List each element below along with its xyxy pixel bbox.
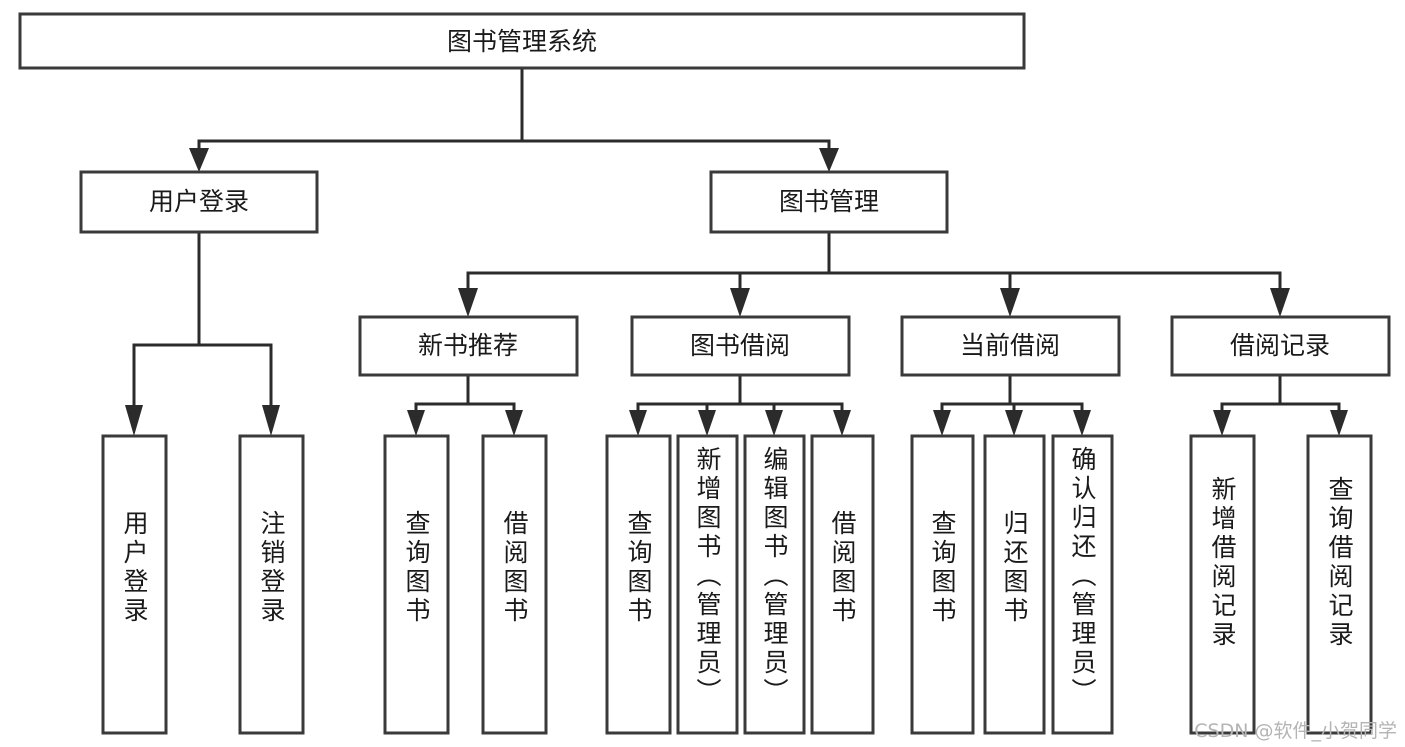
node-current-borrow[interactable]: 当前借阅 — [900, 315, 1121, 377]
node-leaf-borrow-book-rec-box[interactable] — [481, 434, 548, 735]
node-leaf-logout-box[interactable] — [238, 434, 305, 735]
csdn-watermark: CSDN @软件_小贺同学 — [1194, 720, 1397, 742]
arrow-head-leaf-add-book — [698, 410, 716, 436]
arrow-head-leaf-user-login — [125, 405, 143, 436]
node-leaf-borrow-book-box[interactable] — [810, 434, 875, 735]
arrow-head-borrow-record — [1270, 288, 1290, 317]
node-book-manage-label: 图书管理 — [779, 187, 879, 216]
arrow-head-leaf-borrow-book — [833, 410, 851, 436]
node-book-borrow[interactable]: 图书借阅 — [630, 315, 851, 377]
arrow-head-leaf-return-book — [1005, 410, 1023, 436]
node-book-manage-box[interactable] — [709, 170, 949, 234]
arrow-head-book-manage — [819, 148, 839, 172]
node-new-book-rec[interactable]: 新书推荐 — [358, 315, 579, 377]
connector-group-book-manage — [458, 230, 1290, 317]
node-borrow-record[interactable]: 借阅记录 — [1170, 315, 1391, 377]
connector-group-user-login — [125, 230, 280, 436]
node-leaf-query-book-rec-box[interactable] — [383, 434, 450, 735]
arrow-head-leaf-edit-book — [765, 410, 783, 436]
arrow-head-leaf-query-book-cur — [933, 410, 951, 436]
arrow-head-book-borrow — [730, 288, 750, 317]
arrow-head-leaf-confirm-return — [1073, 410, 1091, 436]
node-borrow-record-box[interactable] — [1170, 315, 1391, 377]
node-leaf-return-book-box[interactable] — [983, 434, 1046, 735]
arrow-head-leaf-query-book-borrow — [629, 410, 647, 436]
node-leaf-add-record-box[interactable] — [1189, 434, 1256, 735]
arrow-head-new-book-rec — [458, 288, 478, 317]
connector-group-new-book-rec — [407, 373, 523, 436]
connector-group-borrow-record — [1213, 373, 1348, 436]
node-leaf-query-book-cur-box[interactable] — [910, 434, 975, 735]
node-book-borrow-label: 图书借阅 — [690, 331, 790, 360]
node-new-book-rec-label: 新书推荐 — [418, 331, 518, 360]
arrow-head-leaf-add-record — [1213, 410, 1231, 436]
connector-group-book-borrow — [629, 373, 851, 436]
arrow-head-user-login — [189, 148, 209, 172]
node-root-box[interactable] — [18, 12, 1026, 70]
node-leaf-confirm-return-box[interactable] — [1051, 434, 1114, 735]
connector-group-current-borrow — [933, 373, 1091, 436]
connector-group-root — [189, 66, 839, 172]
node-user-login-label: 用户登录 — [149, 187, 249, 216]
arrow-head-current-borrow — [1000, 288, 1020, 317]
node-leaf-query-book-borrow-box[interactable] — [605, 434, 672, 735]
arrow-head-leaf-borrow-book-rec — [505, 410, 523, 436]
node-root-label: 图书管理系统 — [447, 27, 597, 56]
node-new-book-rec-box[interactable] — [358, 315, 579, 377]
node-borrow-record-label: 借阅记录 — [1230, 331, 1330, 360]
node-leaf-edit-book-box[interactable] — [743, 434, 806, 735]
node-user-login-box[interactable] — [79, 170, 319, 234]
node-leaf-user-login-box[interactable] — [101, 434, 168, 735]
node-root[interactable]: 图书管理系统 — [18, 12, 1026, 70]
node-user-login[interactable]: 用户登录 — [79, 170, 319, 234]
node-leaf-query-record-box[interactable] — [1306, 434, 1373, 735]
arrow-head-leaf-query-book-rec — [407, 410, 425, 436]
node-leaf-add-book-box[interactable] — [676, 434, 739, 735]
arrow-head-leaf-logout — [262, 405, 280, 436]
node-book-manage[interactable]: 图书管理 — [709, 170, 949, 234]
arrow-head-leaf-query-record — [1330, 410, 1348, 436]
node-current-borrow-label: 当前借阅 — [960, 331, 1060, 360]
node-current-borrow-box[interactable] — [900, 315, 1121, 377]
node-book-borrow-box[interactable] — [630, 315, 851, 377]
leaf-boxes — [101, 434, 1373, 735]
